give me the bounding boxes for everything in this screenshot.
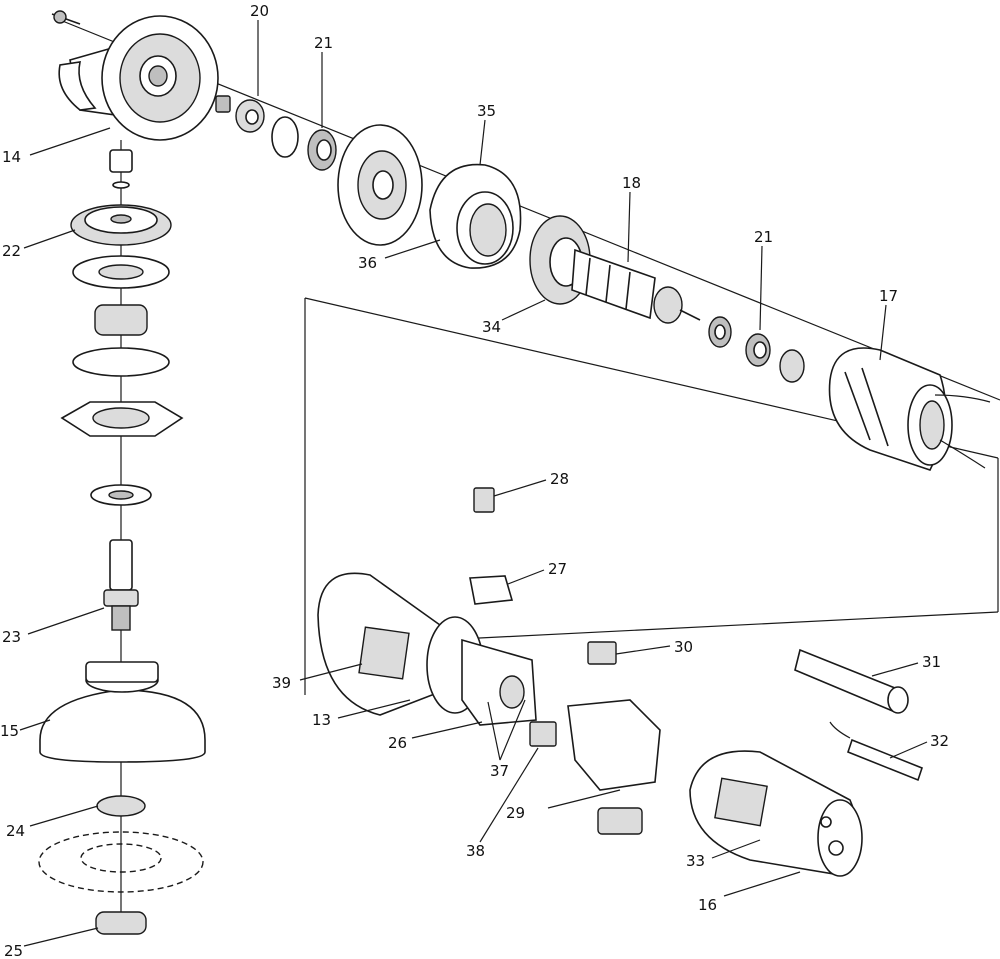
baffle-ring-part-35 — [430, 165, 521, 269]
inner-flange-part-24 — [97, 796, 145, 816]
spacer-washer-bore — [99, 265, 143, 279]
callout-18: 18 — [622, 174, 641, 192]
motor-housing-part-13 — [318, 573, 483, 715]
bearing-plate — [338, 125, 422, 245]
spindle-part-23 — [104, 540, 138, 630]
callout-35: 35 — [477, 102, 496, 120]
retaining-washer-bore — [109, 491, 133, 499]
wheel-guard-part-15 — [40, 662, 205, 762]
callout-38: 38 — [466, 842, 485, 860]
callout-23: 23 — [2, 628, 21, 646]
callout-17: 17 — [879, 287, 898, 305]
leader-21b — [760, 246, 762, 330]
rear-cap-vents-part-33 — [715, 778, 767, 825]
bearing-flange-bore — [93, 408, 149, 428]
rear-cap-part-16 — [690, 751, 862, 876]
callout-13: 13 — [312, 711, 331, 729]
bearing-part-21-upper — [308, 130, 336, 170]
leader-26 — [412, 722, 482, 738]
terminal-block-part-30 — [588, 642, 616, 664]
callout-25: 25 — [4, 942, 23, 959]
leader-25 — [24, 928, 98, 946]
reference-plane-bottom — [440, 612, 998, 640]
spindle-bearing — [95, 305, 147, 335]
leader-16 — [724, 872, 800, 896]
bearing-sleeve — [780, 350, 804, 382]
brush-holder-part-26 — [462, 640, 536, 725]
callout-33: 33 — [686, 852, 705, 870]
callout-21a: 21 — [314, 34, 333, 52]
flange-nut-part-25 — [96, 912, 146, 934]
o-ring-small — [272, 117, 298, 157]
stator-part-17 — [830, 348, 991, 470]
gear-housing-part-14 — [52, 11, 218, 140]
brush-part-38 — [530, 722, 556, 746]
callout-16: 16 — [698, 896, 717, 914]
callout-34: 34 — [482, 318, 501, 336]
leader-18 — [628, 192, 630, 262]
leader-29 — [548, 790, 620, 808]
callout-39: 39 — [272, 674, 291, 692]
leader-28 — [494, 480, 546, 496]
leader-30 — [616, 646, 670, 654]
callout-24: 24 — [6, 822, 25, 840]
leader-27 — [508, 570, 544, 584]
callout-15: 15 — [0, 722, 19, 740]
brush-spring-part-27 — [470, 576, 512, 604]
callout-32: 32 — [930, 732, 949, 750]
leader-34 — [502, 300, 545, 320]
callout-29: 29 — [506, 804, 525, 822]
o-ring-large — [73, 348, 169, 376]
callout-26: 26 — [388, 734, 407, 752]
leader-32 — [890, 742, 927, 758]
pinion-gear-part-20 — [216, 96, 264, 132]
housing-label-plate-part-39 — [359, 627, 409, 679]
callout-37: 37 — [490, 762, 509, 780]
leader-31 — [872, 663, 918, 676]
leader-35 — [480, 120, 485, 165]
rubber-sleeve-part-31 — [795, 650, 908, 713]
leader-24 — [30, 806, 98, 826]
bearing-armature-rear-bore — [715, 325, 725, 339]
callout-30: 30 — [674, 638, 693, 656]
switch-assembly-part-29 — [568, 700, 660, 834]
armature-part-18 — [530, 216, 700, 323]
callout-14: 14 — [2, 148, 21, 166]
callout-20: 20 — [250, 2, 269, 20]
callout-28: 28 — [550, 470, 569, 488]
callout-21b: 21 — [754, 228, 773, 246]
bearing-part-21-lower-bore — [754, 342, 766, 358]
leader-22 — [24, 230, 75, 248]
callout-27: 27 — [548, 560, 567, 578]
leader-23 — [28, 608, 104, 634]
carbon-brush-part-28 — [474, 488, 494, 512]
callout-31: 31 — [922, 653, 941, 671]
cable-part-32 — [830, 722, 922, 780]
callout-22: 22 — [2, 242, 21, 260]
leader-14 — [30, 128, 110, 155]
callout-36: 36 — [358, 254, 377, 272]
